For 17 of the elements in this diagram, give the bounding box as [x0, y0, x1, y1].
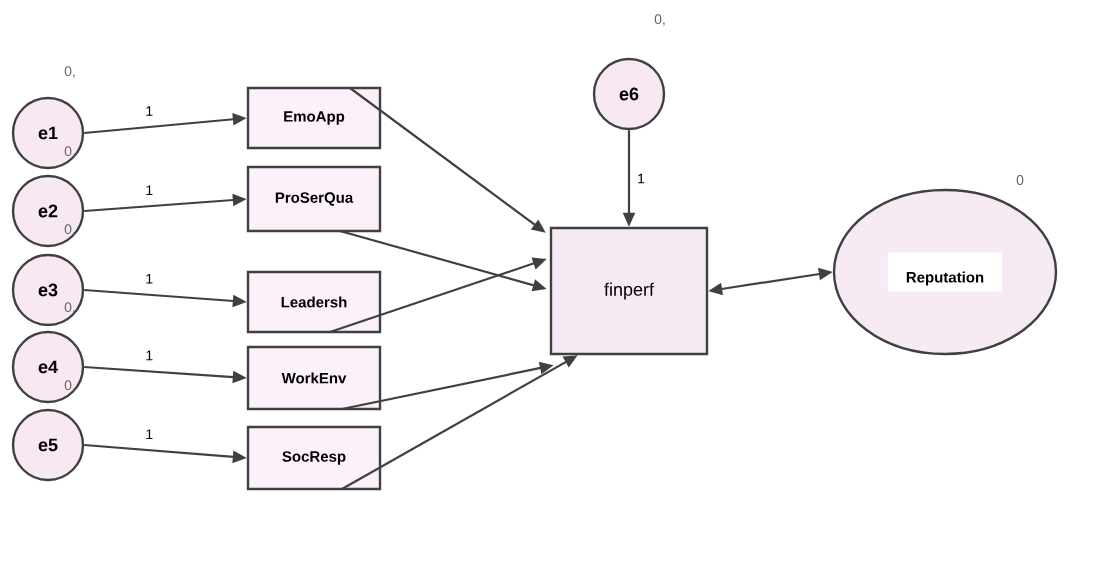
- variable-box: ProSerQua: [246, 165, 382, 233]
- edge-label: 1: [635, 171, 647, 186]
- variable-box: finperf: [549, 226, 709, 356]
- edge-label: 1: [143, 183, 156, 197]
- parameter-label: 0,: [64, 224, 75, 236]
- parameter-label: 0,: [64, 146, 75, 158]
- edge-label: 1: [143, 104, 156, 118]
- parameter-label: 0,: [64, 380, 75, 392]
- variable-box: WorkEnv: [246, 345, 382, 411]
- parameter-label: 0: [1016, 175, 1024, 185]
- variable-box: EmoApp: [246, 86, 382, 150]
- edge-label: 1: [143, 427, 156, 441]
- parameter-label: 0,: [64, 302, 75, 314]
- variable-box: Leadersh: [246, 270, 382, 334]
- parameter-label: 0,: [654, 14, 665, 26]
- variable-box: SocResp: [246, 425, 382, 491]
- parameter-label: 0,: [64, 66, 75, 78]
